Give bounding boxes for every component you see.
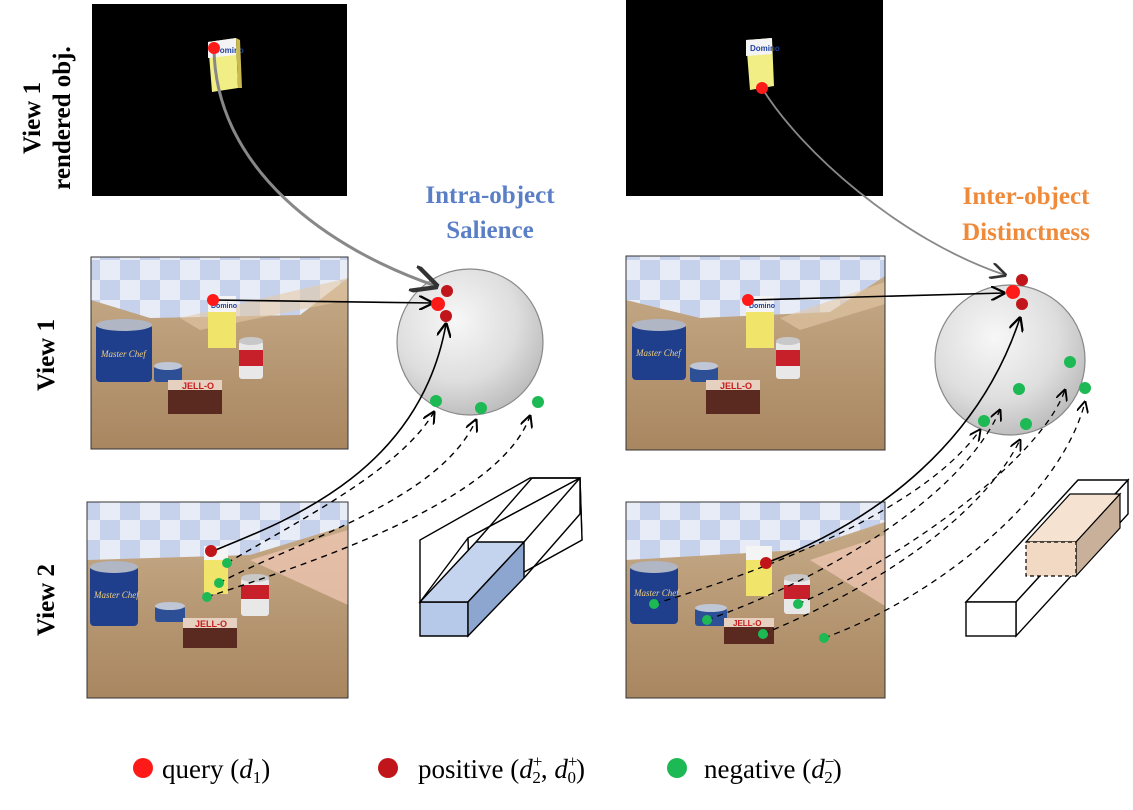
- right-view2-negative-point-5: [819, 633, 829, 643]
- right-view2-positive-arrow: [765, 318, 1020, 564]
- legend-positive-label: positive (d+2, d+0): [418, 752, 585, 787]
- right-neg-arrow-4: [797, 390, 1065, 605]
- master-chef-can-v2-right: Master Chef: [630, 561, 680, 624]
- left-sphere-negative-3: [532, 396, 544, 408]
- left-view2-positive-arrow: [212, 324, 446, 552]
- right-feature-bar: [964, 478, 1130, 638]
- right-sphere-query: [1006, 285, 1020, 299]
- domino-box-v2-right: [746, 546, 772, 596]
- row-label-view1: View 1: [33, 319, 60, 391]
- jello-box-v2-right: JELL-O: [724, 618, 774, 644]
- left-view1-image: Master Chef Domino JELL-O: [90, 256, 349, 450]
- right-sphere-negative-1: [1064, 356, 1076, 368]
- domino-logo-v1-right: Domino: [749, 303, 775, 310]
- right-rendered-query-point: [756, 82, 768, 94]
- row-label-view1-rendered: View 1 rendered obj.: [19, 46, 76, 190]
- left-sphere-positive-1: [441, 285, 453, 297]
- right-rendered-to-sphere-arrow: [761, 87, 1005, 275]
- right-sphere-positive-2: [1016, 298, 1028, 310]
- row-label-view2: View 2: [33, 564, 60, 636]
- master-chef-can-v2: Master Chef: [90, 561, 140, 626]
- right-title-line1: Inter-object: [963, 183, 1090, 210]
- right-sphere-negative-2: [1013, 383, 1025, 395]
- master-chef-label-v2-right: Master Chef: [633, 588, 680, 598]
- right-view2-image: Master Chef JELL-O: [625, 501, 886, 699]
- jello-box-v1-right: JELL-O: [706, 380, 760, 414]
- left-sphere-negative-2: [475, 402, 487, 414]
- right-title-line2: Distinctness: [962, 219, 1090, 246]
- left-sphere-query: [431, 297, 445, 311]
- right-sphere-negative-5: [1020, 418, 1032, 430]
- right-sphere-negative-3: [1079, 382, 1091, 394]
- left-sphere-positive-2: [440, 310, 452, 322]
- left-neg-arrow-1: [226, 412, 434, 564]
- right-neg-arrow-3: [762, 440, 1020, 635]
- legend-negative-marker: [667, 758, 687, 778]
- master-chef-label-v1: Master Chef: [100, 349, 147, 359]
- left-title-line2: Salience: [446, 217, 534, 244]
- right-view2-negative-point-3: [758, 629, 768, 639]
- right-view2-negative-point-4: [793, 599, 803, 609]
- domino-logo-rendered: Domino: [214, 46, 244, 55]
- master-chef-can-v1: Master Chef: [96, 319, 152, 382]
- row-label-view1-rendered-line2: rendered obj.: [49, 46, 76, 190]
- left-title-line1: Intra-object: [425, 182, 555, 209]
- left-sphere-negative-1: [430, 395, 442, 407]
- left-rendered-to-sphere-arrow: [212, 47, 436, 286]
- left-view2-image: Master Chef JELL-O: [86, 501, 349, 699]
- tuna-can-v2: [155, 602, 185, 622]
- left-rendered-image: Domino: [92, 4, 347, 196]
- right-view2-negative-point-2: [702, 615, 712, 625]
- tomato-can-v2-right: [784, 574, 810, 614]
- master-chef-can-v1-right: Master Chef: [632, 319, 686, 380]
- left-neg-arrow-2: [218, 420, 476, 584]
- jello-logo-v2: JELL-O: [195, 619, 227, 629]
- jello-box-v2: JELL-O: [183, 618, 237, 648]
- legend: query (d1) positive (d+2, d+0) negative …: [133, 752, 842, 787]
- left-view2-negative-point-2: [214, 578, 224, 588]
- legend-negative-label: negative (d−2): [704, 752, 842, 787]
- right-neg-arrow-2: [706, 410, 1000, 621]
- right-neg-arrow-1: [653, 430, 980, 605]
- right-sphere-negative-4: [978, 415, 990, 427]
- left-view2-negative-point-3: [202, 592, 212, 602]
- legend-query-marker: [133, 758, 153, 778]
- left-feature-sphere: [396, 268, 544, 416]
- right-sphere-positive-1: [1016, 274, 1028, 286]
- left-view1-to-sphere-arrow: [213, 300, 432, 303]
- domino-box-rendered-right: Domino: [746, 38, 780, 90]
- tuna-can-v1-right: [690, 362, 718, 382]
- jello-logo-v1: JELL-O: [182, 381, 214, 391]
- row-label-view1-rendered-line1: View 1: [19, 82, 46, 154]
- master-chef-label-v2: Master Chef: [93, 590, 140, 600]
- legend-positive-marker: [378, 758, 398, 778]
- jello-logo-v2-right: JELL-O: [733, 619, 761, 628]
- tuna-can-v1: [154, 362, 182, 382]
- left-view2-positive-point: [205, 545, 217, 557]
- legend-query-label: query (d1): [162, 754, 270, 787]
- domino-logo-v1: Domino: [211, 303, 237, 310]
- right-view2-positive-point: [760, 557, 772, 569]
- right-rendered-image: Domino: [626, 0, 883, 196]
- master-chef-label-v1-right: Master Chef: [635, 348, 682, 358]
- right-view2-negative-point-1: [649, 599, 659, 609]
- tomato-can-v1-right: [776, 337, 800, 379]
- right-view1-image: Master Chef Domino JELL-O: [625, 255, 886, 451]
- left-view2-negative-point-1: [222, 558, 232, 568]
- domino-logo-rendered-right: Domino: [750, 44, 780, 53]
- right-neg-arrow-5: [823, 402, 1085, 639]
- jello-box-v1: JELL-O: [168, 380, 222, 414]
- right-view1-query-point: [742, 294, 754, 306]
- jello-logo-v1-right: JELL-O: [720, 381, 752, 391]
- tomato-can-v2: [241, 574, 269, 616]
- left-rendered-query-point: [208, 42, 220, 54]
- left-view1-query-point: [207, 294, 219, 306]
- tomato-can-v1: [239, 337, 263, 379]
- right-feature-sphere: [934, 284, 1086, 436]
- right-view1-to-sphere-arrow: [748, 293, 1004, 301]
- left-feature-bar: [418, 476, 583, 638]
- left-neg-arrow-3: [206, 416, 530, 598]
